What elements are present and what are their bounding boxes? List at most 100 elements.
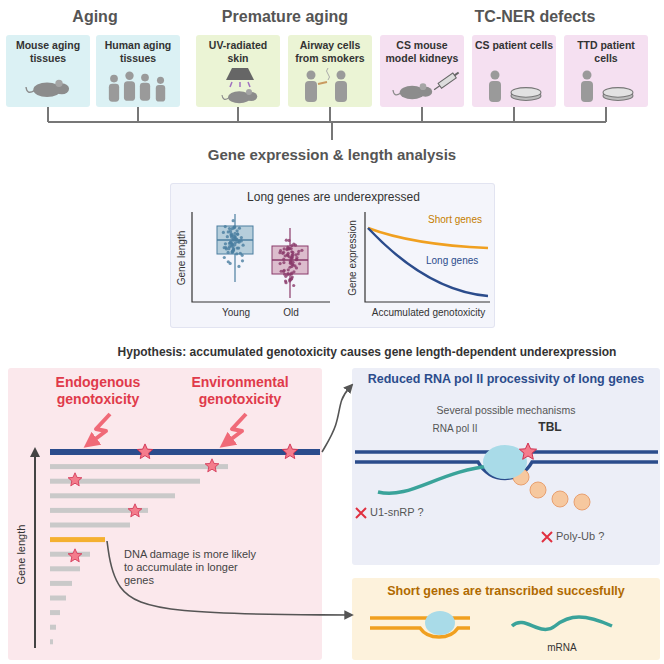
data-points <box>235 229 238 232</box>
transcription-short <box>512 617 612 629</box>
panel-fill <box>564 35 648 107</box>
panel-fill <box>6 35 90 107</box>
gene-bars <box>282 444 297 459</box>
source-icons <box>335 71 347 103</box>
data-points <box>282 251 285 254</box>
panel-title: Short genes are transcribed succesfully <box>358 584 654 599</box>
source-icons <box>603 88 633 101</box>
data-points <box>284 281 287 284</box>
group-heading: TC-NER defects <box>420 7 650 26</box>
outcome-panel: Short genes are transcribed succesfully m… <box>352 578 660 660</box>
transcription-short <box>425 611 455 635</box>
box-label: CS patient cells <box>474 39 554 52</box>
data-points <box>284 275 287 278</box>
gene-bars <box>34 452 36 648</box>
source-icons <box>432 70 460 92</box>
line-chart <box>365 212 490 302</box>
data-points <box>297 250 300 253</box>
data-points <box>231 227 234 230</box>
data-points <box>240 236 243 239</box>
source-box: CS mouse model kidneys <box>380 35 464 107</box>
data-points <box>282 261 285 264</box>
data-points <box>285 248 288 251</box>
data-points <box>295 266 298 269</box>
data-points <box>288 279 291 282</box>
source-icons <box>124 72 135 101</box>
source-icons <box>26 80 69 97</box>
data-points <box>226 235 229 238</box>
source-icons <box>327 68 330 80</box>
gene-bar <box>50 639 53 644</box>
gene-bar <box>50 449 320 455</box>
source-icons <box>239 82 241 87</box>
source-box: Human aging tissues <box>96 35 180 107</box>
data-points <box>285 239 288 242</box>
data-points <box>279 262 282 265</box>
gene-bars <box>68 473 82 486</box>
data-points <box>287 268 290 271</box>
gene-bars <box>68 549 82 562</box>
gene-bars <box>137 444 152 459</box>
box-label: TTD patient cells <box>566 39 646 64</box>
panel-fill <box>352 578 660 660</box>
data-points <box>237 265 240 268</box>
box-label: Human aging tissues <box>98 39 178 64</box>
gene-bar <box>50 566 80 571</box>
panel-text: Old <box>266 307 316 319</box>
data-points <box>238 227 241 230</box>
line-chart <box>365 212 490 302</box>
source-box: Mouse aging tissues <box>6 35 90 107</box>
box-label: UV-radiated skin <box>198 39 278 64</box>
panel-text: mRNA <box>532 642 592 654</box>
data-points <box>228 245 231 248</box>
data-points <box>286 253 289 256</box>
data-points <box>283 247 286 250</box>
data-points <box>231 242 234 245</box>
transcription-short <box>370 616 470 620</box>
hypothesis-panel: Endogenous genotoxicityEnvironmental gen… <box>8 368 322 660</box>
source-icons <box>489 71 501 103</box>
data-points <box>224 225 227 228</box>
transcription-short <box>370 611 612 637</box>
data-points <box>223 246 226 249</box>
panel-fill <box>170 183 495 328</box>
data-points <box>291 263 294 266</box>
transcription-long <box>356 508 366 518</box>
section-heading: Gene expression & length analysis <box>132 146 532 164</box>
panel-fill <box>8 368 322 660</box>
data-points <box>294 244 297 247</box>
bracket <box>48 107 606 140</box>
data-points <box>235 237 238 240</box>
data-points <box>283 269 286 272</box>
data-points <box>292 270 295 273</box>
panel-fill <box>288 35 372 107</box>
panel-text: Environmental genotoxicity <box>170 374 310 408</box>
panel-fill <box>196 35 280 107</box>
source-icons <box>434 86 440 90</box>
panel-fill <box>352 368 660 565</box>
panel-text: Young <box>211 307 261 319</box>
panel-fill <box>96 35 180 107</box>
data-points <box>279 249 282 252</box>
source-icons <box>230 82 232 87</box>
data-points <box>291 261 294 264</box>
hypothesis-text: Hypothesis: accumulated genotoxicity cau… <box>70 345 664 359</box>
source-box: CS patient cells <box>472 35 556 107</box>
data-points <box>222 231 225 234</box>
gene-bars <box>90 414 110 443</box>
source-icons <box>581 71 593 103</box>
panel-text: Gene length <box>15 515 28 595</box>
panel-text: DNA damage is more likely to accumulate … <box>124 548 264 588</box>
data-points <box>228 227 231 230</box>
source-icons <box>305 71 317 103</box>
source-box: TTD patient cells <box>564 35 648 107</box>
source-icons <box>511 88 541 101</box>
panel-text: Short genes <box>419 214 491 226</box>
source-icons <box>248 82 250 87</box>
gene-bar <box>50 625 56 630</box>
source-icons <box>455 73 459 76</box>
gene-bar <box>50 581 72 586</box>
data-points <box>287 239 290 242</box>
data-points <box>291 275 294 278</box>
